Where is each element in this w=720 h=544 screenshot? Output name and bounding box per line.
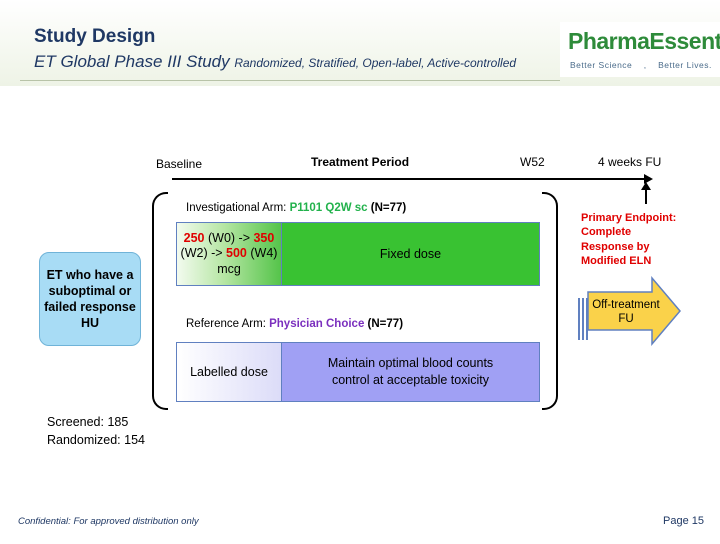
off-treatment-line-2: FU bbox=[618, 313, 633, 325]
enrollment-counts: Screened: 185 Randomized: 154 bbox=[47, 413, 145, 449]
investigational-prefix: Investigational Arm: bbox=[186, 202, 287, 214]
dose-line-1: 250 (W0) -> 350 bbox=[184, 231, 275, 247]
fu-label: 4 weeks FU bbox=[598, 155, 662, 169]
maintain-text: Maintain optimal blood counts control at… bbox=[327, 356, 494, 387]
dose-line-2: (W2) -> 500 (W4) bbox=[181, 246, 278, 262]
timeline-line bbox=[172, 178, 646, 180]
population-text: ET who have a suboptimal or failed respo… bbox=[44, 267, 136, 331]
right-bracket bbox=[542, 192, 558, 410]
reference-drug: Physician Choice bbox=[269, 318, 365, 330]
treatment-period-label: Treatment Period bbox=[311, 155, 410, 169]
dose-350: 350 bbox=[253, 230, 275, 245]
tagline-right: Better Lives. bbox=[658, 60, 712, 70]
investigational-arm-label: Investigational Arm: P1101 Q2W sc (N=77) bbox=[186, 202, 406, 214]
subtitle-detail: Randomized, Stratified, Open-label, Acti… bbox=[234, 56, 517, 70]
dose-w2: (W2) -> bbox=[180, 246, 227, 261]
endpoint-arrow-shaft bbox=[645, 188, 647, 204]
off-treatment-arrow-shape bbox=[587, 276, 681, 346]
connector-bar-2 bbox=[582, 298, 584, 340]
baseline-label: Baseline bbox=[156, 157, 203, 171]
reference-arm-label: Reference Arm: Physician Choice (N=77) bbox=[186, 318, 403, 330]
w52-label: W52 bbox=[520, 155, 545, 169]
labelled-dose-text: Labelled dose bbox=[190, 365, 268, 379]
dose-w0: (W0) -> bbox=[204, 230, 254, 245]
fixed-dose-text: Fixed dose bbox=[379, 247, 442, 261]
dose-500: 500 bbox=[226, 246, 247, 261]
reference-n: (N=77) bbox=[367, 318, 404, 330]
logo-tagline: Better Science , Better Lives. bbox=[570, 60, 712, 70]
subtitle-main: ET Global Phase III Study bbox=[34, 52, 230, 71]
investigational-drug: P1101 Q2W sc bbox=[289, 202, 368, 214]
left-bracket bbox=[152, 192, 168, 410]
endpoint-arrow-head bbox=[641, 182, 651, 190]
connector-bar-3 bbox=[586, 298, 588, 340]
page-subtitle: ET Global Phase III Study Randomized, St… bbox=[34, 52, 516, 72]
population-box: ET who have a suboptimal or failed respo… bbox=[39, 252, 141, 346]
page-title: Study Design bbox=[34, 26, 156, 47]
randomized-count: Randomized: 154 bbox=[47, 433, 145, 448]
labelled-dose-box: Labelled dose bbox=[176, 342, 282, 402]
off-treatment-arrow: Off-treatment FU bbox=[587, 276, 681, 346]
dose-unit: mcg bbox=[217, 261, 241, 276]
dose-w4: (W4) bbox=[246, 246, 278, 261]
logo-area bbox=[560, 22, 720, 77]
confidential-note: Confidential: For approved distribution … bbox=[18, 516, 199, 527]
investigational-n: (N=77) bbox=[370, 202, 407, 214]
tagline-left: Better Science bbox=[570, 60, 633, 70]
connector-bar-1 bbox=[578, 298, 580, 340]
maintain-box: Maintain optimal blood counts control at… bbox=[281, 342, 540, 402]
company-logo: PharmaEssentia bbox=[568, 28, 720, 54]
dose-escalation-box: 250 (W0) -> 350 (W2) -> 500 (W4) mcg bbox=[176, 222, 282, 286]
screened-count: Screened: 185 bbox=[47, 415, 129, 429]
page-number: Page 15 bbox=[663, 515, 704, 527]
tagline-separator: , bbox=[643, 60, 647, 70]
dose-250: 250 bbox=[183, 230, 205, 245]
fixed-dose-box: Fixed dose bbox=[281, 222, 540, 286]
primary-endpoint: Primary Endpoint: Complete Response by M… bbox=[581, 212, 677, 267]
timeline-arrow-head bbox=[644, 174, 653, 184]
reference-prefix: Reference Arm: bbox=[186, 318, 266, 330]
off-treatment-line-1: Off-treatment bbox=[592, 299, 660, 311]
header-rule bbox=[20, 80, 560, 81]
